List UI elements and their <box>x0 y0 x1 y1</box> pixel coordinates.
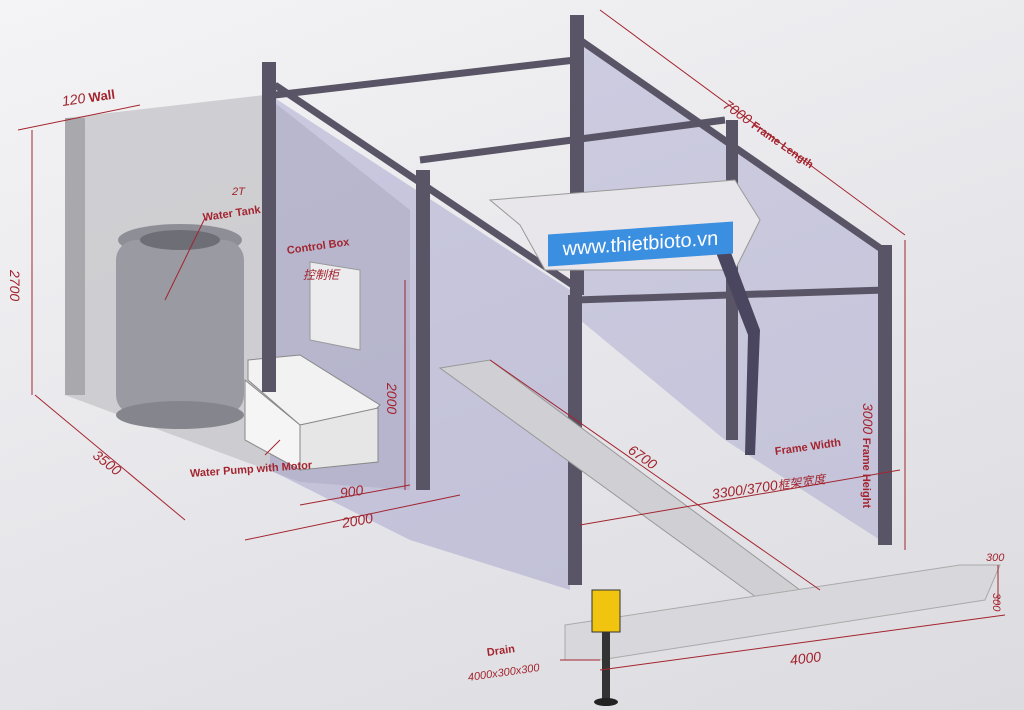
control-terminal <box>591 589 621 633</box>
wall-height-label: 2700 <box>7 270 23 302</box>
drain-depth-label: 300 <box>990 593 1002 612</box>
pump-width-label: 900 <box>338 481 365 501</box>
water-pump <box>244 354 381 471</box>
control-post <box>602 630 610 700</box>
brush-arm <box>715 250 760 455</box>
control-box-label-cn: 控制柜 <box>303 268 340 282</box>
frame-height-label: 3000 Frame Height <box>860 403 876 509</box>
drain-width-label: 300 <box>986 552 1005 564</box>
room-height-label: 2000 <box>384 383 400 415</box>
control-box <box>309 261 361 351</box>
wall-side <box>65 118 85 395</box>
frame-rails <box>273 37 892 304</box>
water-tank <box>116 224 244 429</box>
dimension-lines <box>17 9 1006 671</box>
tank-capacity: 2T <box>232 186 245 198</box>
